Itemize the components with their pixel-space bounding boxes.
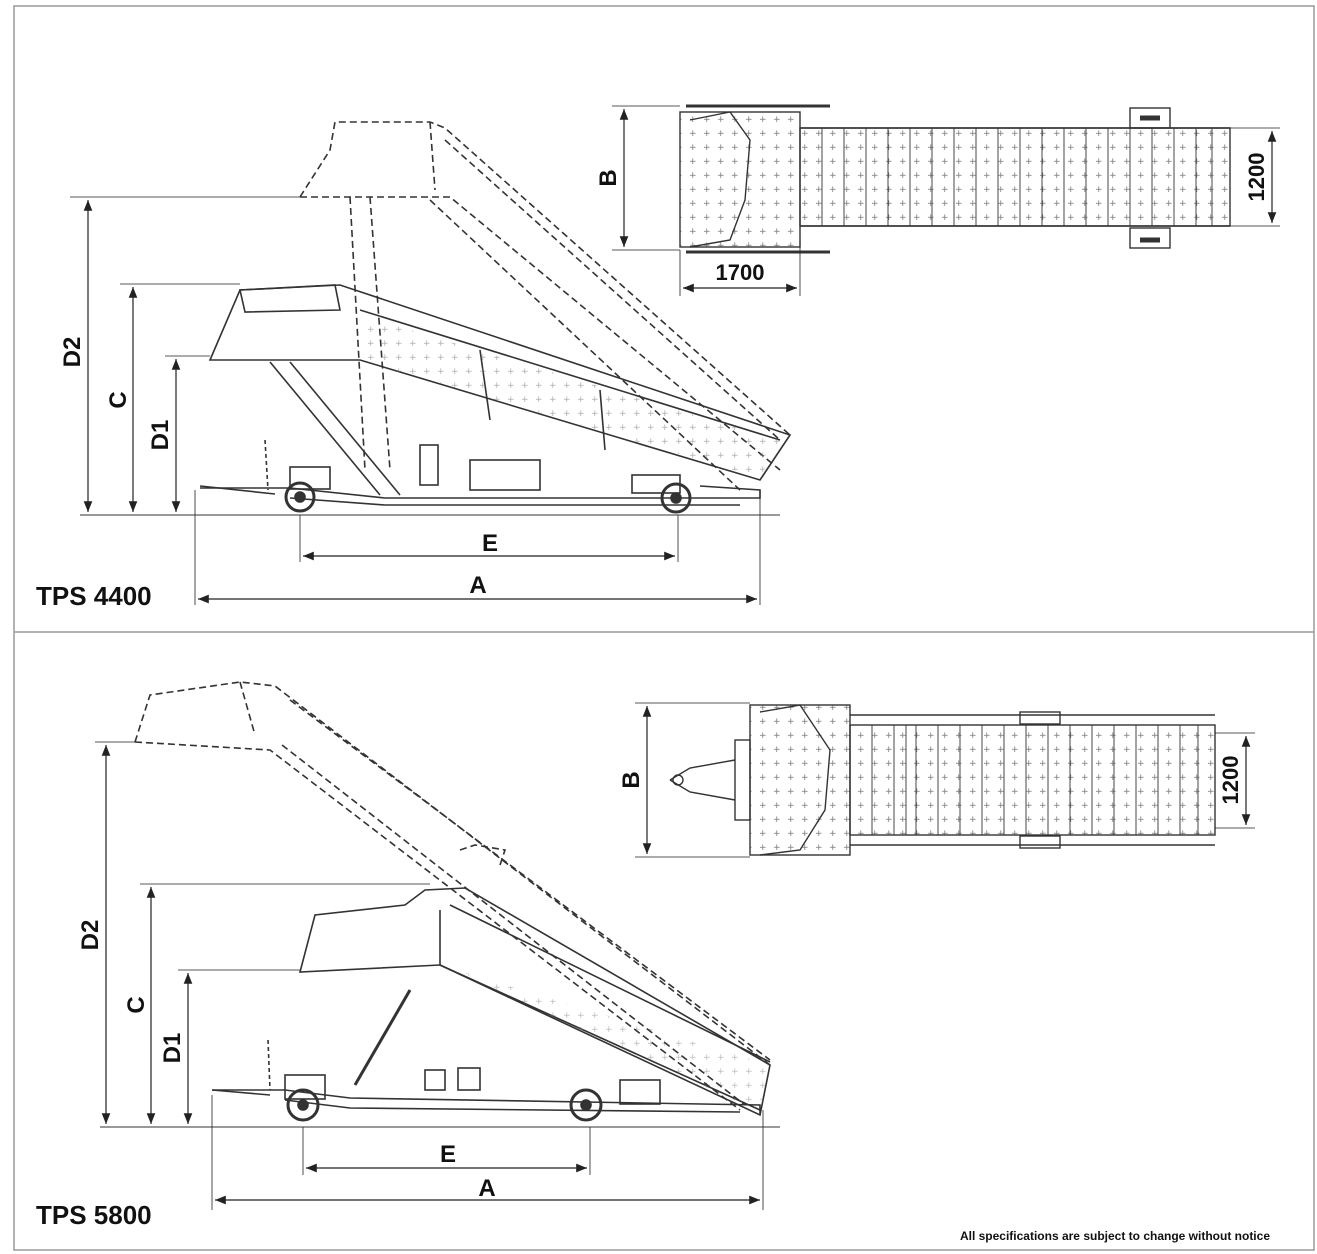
side-view-1: [80, 121, 792, 516]
side-view-2: [100, 681, 780, 1128]
dimensions-1: [70, 196, 761, 605]
label-b: B: [595, 169, 622, 186]
model-title: TPS 4400: [36, 581, 152, 611]
label-width-1200: 1200: [1218, 756, 1243, 805]
label-length-1700: 1700: [716, 260, 765, 285]
panel-tps-4400: D2 C D1 E A TPS 4400: [36, 104, 1280, 611]
label-a: A: [478, 1175, 495, 1202]
panel-tps-5800: D2 C D1 E A TPS 5800: [36, 681, 1255, 1230]
top-view-1: [679, 104, 1231, 254]
top-view-2: [669, 704, 1216, 856]
model-title: TPS 5800: [36, 1200, 152, 1230]
label-b: B: [618, 771, 645, 788]
label-a: A: [469, 572, 486, 599]
label-d2: D2: [59, 337, 86, 368]
label-d1: D1: [147, 420, 174, 451]
sheet-border: [13, 5, 1315, 1251]
label-width-1200: 1200: [1244, 153, 1269, 202]
top-dimensions-1: [612, 105, 1280, 296]
disclaimer-note: All specifications are subject to change…: [960, 1229, 1270, 1243]
label-d2: D2: [77, 920, 104, 951]
label-c: C: [105, 391, 132, 408]
label-d1: D1: [159, 1033, 186, 1064]
label-e: E: [482, 530, 498, 557]
dimensions-2: [95, 741, 764, 1210]
top-dimensions-2: [635, 702, 1255, 858]
label-c: C: [123, 996, 150, 1013]
label-e: E: [440, 1141, 456, 1168]
